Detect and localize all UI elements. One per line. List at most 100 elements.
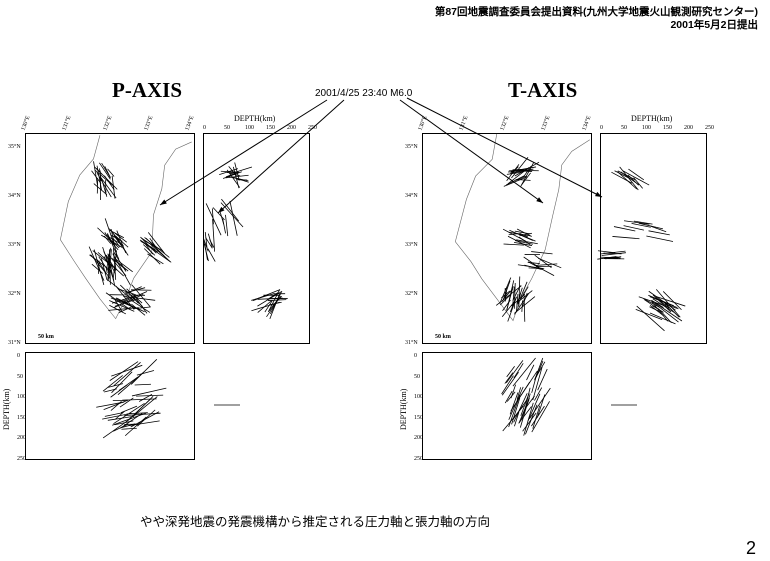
axis-segment: [134, 383, 151, 386]
axis-segment: [534, 361, 546, 379]
page-number: 2: [745, 538, 756, 558]
axis-segment: [104, 412, 123, 417]
t-axis-title: T-AXIS: [508, 78, 578, 102]
axis-segment: [97, 259, 105, 271]
axis-segment: [538, 257, 562, 269]
axis-segment: [649, 296, 678, 309]
axis-segment: [518, 236, 531, 245]
axis-segment: [103, 251, 116, 274]
axis-segment: [662, 291, 682, 311]
event-arrow: [159, 99, 328, 206]
axis-segment: [518, 276, 521, 307]
axis-segment: [506, 280, 515, 311]
event-arrow: [406, 97, 603, 198]
axis-segment: [501, 375, 514, 395]
axis-segment: [114, 298, 123, 313]
axis-segment: [651, 301, 669, 322]
axis-segment: [512, 285, 521, 301]
axis-segment: [503, 176, 528, 187]
axis-segment: [501, 371, 519, 396]
axis-segment: [107, 168, 115, 177]
lat-tick: 34°N: [8, 193, 21, 199]
axis-segment: [94, 169, 115, 187]
lat-tick: 34°N: [405, 193, 418, 199]
axis-segment: [257, 290, 283, 307]
axis-segment: [506, 175, 525, 186]
header-line-1: 第87回地震調査委員会提出資料(九州大学地震火山観測研究センター): [434, 6, 758, 18]
cross-depth-tick: 100: [414, 394, 423, 400]
axis-segment: [523, 166, 532, 178]
axis-segment: [502, 405, 524, 432]
axis-segment: [222, 171, 242, 179]
axis-segment: [91, 170, 102, 184]
axis-segment: [99, 176, 117, 199]
axis-segment: [520, 162, 534, 187]
lat-tick: 32°N: [405, 291, 418, 297]
t-axis-cross-section: [422, 352, 592, 460]
axis-segment: [635, 308, 663, 320]
axis-segment: [524, 264, 542, 270]
axis-segment: [113, 362, 141, 387]
cross-depth-tick: 0: [414, 353, 417, 359]
axis-segment: [266, 292, 279, 301]
cross-depth-tick: 0: [17, 353, 20, 359]
axis-segment: [136, 370, 155, 376]
axis-segment: [211, 208, 214, 225]
p-scale-bar: 50 km: [38, 334, 54, 340]
axis-segment: [514, 296, 536, 314]
axis-segment: [219, 211, 225, 225]
axis-segment: [109, 294, 145, 296]
axis-segment: [109, 361, 139, 381]
axis-segment: [597, 256, 617, 260]
axis-segment: [90, 254, 111, 279]
axis-segment: [519, 232, 529, 238]
axis-segment: [110, 229, 118, 257]
axis-segment: [507, 235, 531, 249]
cross-depth-tick: 250: [414, 455, 423, 462]
axis-segment: [600, 250, 626, 255]
axis-segment: [505, 360, 524, 384]
axis-segment: [114, 420, 134, 426]
axis-segment: [203, 241, 208, 261]
axis-segment: [507, 167, 530, 185]
axis-segment: [513, 363, 524, 379]
cross-depth-tick: 50: [414, 373, 420, 380]
axis-segment: [147, 245, 171, 263]
axis-segment: [531, 370, 539, 393]
depth-tick: 150: [663, 125, 672, 131]
axis-segment: [613, 226, 636, 232]
axis-segment: [506, 366, 515, 378]
t-depth-label: DEPTH(km): [631, 114, 673, 123]
axis-segment: [506, 171, 523, 175]
axis-segment: [225, 214, 229, 237]
axis-segment: [532, 366, 543, 401]
axis-segment: [126, 297, 151, 313]
axis-segment: [512, 357, 536, 387]
axis-segment: [532, 405, 541, 429]
axis-segment: [650, 225, 667, 233]
axis-segment: [93, 161, 98, 185]
axis-segment: [601, 252, 626, 256]
axis-segment: [633, 220, 653, 225]
axis-segment: [114, 258, 133, 273]
depth-tick: 100: [642, 125, 651, 131]
lat-tick: 33°N: [405, 242, 418, 248]
axis-segment: [516, 228, 532, 237]
axis-segment: [272, 296, 283, 307]
axis-segment: [124, 291, 148, 302]
axis-segment: [220, 202, 244, 228]
axis-segment: [112, 412, 147, 426]
axis-segment: [221, 198, 240, 222]
axis-segment: [122, 398, 157, 401]
axis-segment: [121, 427, 137, 430]
axis-segment: [522, 412, 537, 432]
axis-segment: [91, 263, 104, 274]
axis-segment: [499, 277, 512, 304]
axis-segment: [648, 294, 674, 307]
axis-segment: [521, 399, 530, 420]
axis-segment: [648, 230, 670, 236]
lat-tick: 35°N: [405, 144, 418, 150]
depth-tick: 100: [245, 125, 254, 131]
axis-segment: [644, 299, 659, 310]
